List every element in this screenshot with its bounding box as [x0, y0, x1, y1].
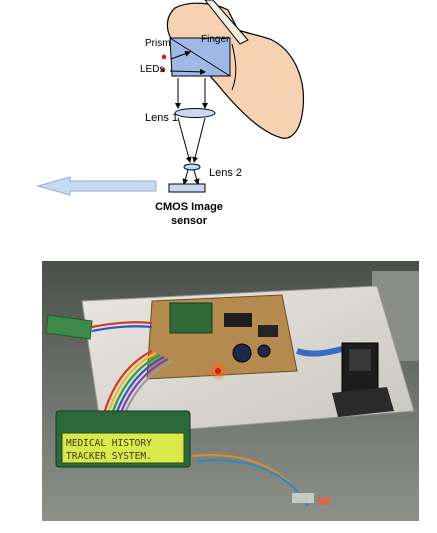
- fingerprint-sensor-diagram: Prism Finger LEDs Lens 1 Lens 2 CMOS Ima…: [36, 0, 305, 227]
- cmos-sensor-label-line2: sensor: [171, 215, 208, 227]
- chip-black: [224, 313, 252, 327]
- microcontroller-module: [169, 302, 213, 334]
- hardware-prototype-photo: MEDICAL HISTORY TRACKER SYSTEM.: [42, 261, 419, 521]
- prism-label: Prism: [145, 38, 171, 49]
- lens-1-label: Lens 1: [145, 112, 178, 124]
- lcd-line-2: TRACKER SYSTEM.: [66, 451, 152, 462]
- cmos-sensor-block: [168, 183, 206, 193]
- lens-2-label: Lens 2: [209, 167, 242, 179]
- leds-label: LEDs: [140, 64, 164, 75]
- prism-shape: [169, 37, 231, 77]
- output-arrow: [36, 176, 157, 196]
- usb-cable: [296, 346, 343, 357]
- side-module-board: [45, 314, 93, 340]
- cmos-sensor-label-line1: CMOS Image: [155, 201, 223, 213]
- light-path-lines: [169, 50, 208, 185]
- capacitor: [232, 343, 252, 363]
- lcd-module: [55, 410, 191, 468]
- lens-1-shape: [174, 108, 216, 118]
- red-led: [215, 368, 221, 374]
- capacitor-small: [257, 344, 271, 358]
- bottom-components: [292, 493, 330, 505]
- fingerprint-module: [332, 342, 394, 417]
- finger-label: Finger: [201, 34, 230, 45]
- led-dot-top: [161, 54, 167, 60]
- led-dot-bottom: [160, 67, 166, 73]
- lens-2-shape: [183, 163, 201, 171]
- serial-ic: [258, 325, 278, 337]
- lcd-line-1: MEDICAL HISTORY: [66, 438, 152, 449]
